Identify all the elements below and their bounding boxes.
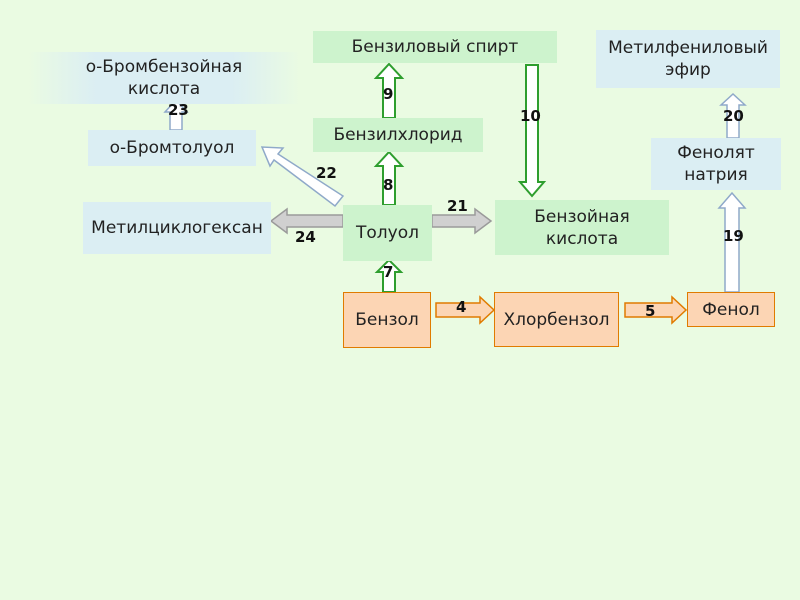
node-chlorobenzene: Хлорбензол xyxy=(494,292,619,347)
reaction-number-24: 24 xyxy=(295,228,316,246)
node-benzyl-alcohol: Бензиловый спирт xyxy=(313,31,557,63)
arrow-4 xyxy=(435,295,496,325)
arrow-22 xyxy=(260,146,345,208)
reaction-number-20: 20 xyxy=(723,107,744,125)
reaction-number-9: 9 xyxy=(383,85,394,103)
reaction-number-5: 5 xyxy=(645,302,656,320)
arrow-23 xyxy=(163,98,189,131)
reaction-number-10: 10 xyxy=(520,107,541,125)
reaction-number-8: 8 xyxy=(383,176,394,194)
arrow-10 xyxy=(517,64,547,198)
arrow-9 xyxy=(373,62,405,119)
node-phenol: Фенол xyxy=(687,292,775,327)
arrow-8 xyxy=(373,150,405,206)
node-bromotoluene: о-Бромтолуол xyxy=(88,130,256,166)
node-benzene: Бензол xyxy=(343,292,431,348)
reaction-number-21: 21 xyxy=(447,197,468,215)
arrow-24 xyxy=(269,207,344,235)
reaction-number-4: 4 xyxy=(456,298,467,316)
node-sodium-phenolate: Фенолят натрия xyxy=(651,138,781,190)
node-methyl-phenyl-ether: Метилфениловый эфир xyxy=(596,30,780,88)
arrow-20 xyxy=(719,92,747,139)
reaction-number-7: 7 xyxy=(383,263,394,281)
arrow-5 xyxy=(624,295,688,325)
arrow-7 xyxy=(374,258,404,293)
node-toluene: Толуол xyxy=(343,205,432,261)
node-benzyl-chloride: Бензилхлорид xyxy=(313,118,483,152)
reaction-number-19: 19 xyxy=(723,227,744,245)
arrow-19 xyxy=(717,191,747,293)
arrow-21 xyxy=(431,207,493,235)
reaction-number-23: 23 xyxy=(168,101,189,119)
node-benzoic-acid: Бензойная кислота xyxy=(495,200,669,255)
reaction-number-22: 22 xyxy=(316,164,337,182)
node-bromobenzoic-acid: о-Бромбензойная кислота xyxy=(28,52,300,104)
node-methylcyclohexane: Метилциклогексан xyxy=(83,202,271,254)
